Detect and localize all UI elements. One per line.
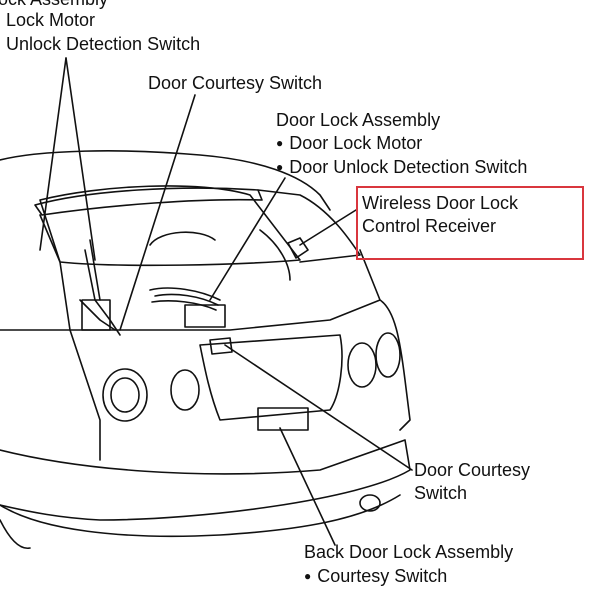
label-door-courtesy-switch-top: Door Courtesy Switch	[148, 73, 323, 93]
exhaust-pipe	[359, 494, 381, 512]
back-door-lock-body	[257, 407, 309, 431]
label-top-left-line1: ock Assembly	[0, 0, 108, 10]
tail-light-right2	[375, 332, 401, 378]
license-plate-recess	[199, 334, 343, 421]
label-receiver-line1: Wireless Door Lock	[362, 193, 519, 213]
left-lock-body	[81, 299, 111, 331]
label-door-unlock-detection: Door Unlock Detection Switch	[276, 156, 527, 180]
leader-back-door	[279, 427, 336, 546]
leader-door-courtesy	[224, 344, 413, 471]
tail-light-left	[102, 368, 148, 422]
label-top-left-line3: Unlock Detection Switch	[6, 34, 201, 54]
left-body-side	[0, 329, 101, 461]
bumper	[0, 439, 411, 521]
leader-door-courtesy-top	[119, 94, 196, 331]
tail-light-center	[170, 369, 200, 411]
label-door-lock-motor: Door Lock Motor	[276, 132, 422, 156]
leader-receiver	[299, 209, 357, 246]
leader-top-left-1	[39, 57, 67, 251]
courtesy-switch-unit	[209, 337, 233, 355]
label-courtesy-switch: Courtesy Switch	[304, 565, 447, 589]
label-back-door-title: Back Door Lock Assembly	[304, 542, 514, 562]
tail-light-right	[347, 342, 377, 388]
left-lock-mechanism	[79, 249, 121, 336]
right-quarter	[379, 299, 411, 431]
rear-glass-right	[257, 189, 361, 263]
spoiler	[34, 187, 263, 216]
center-lock-body	[184, 304, 226, 328]
leader-door-lock-assembly	[209, 177, 286, 301]
rear-window-outline	[39, 185, 301, 267]
receiver-unit	[287, 237, 309, 259]
bumper-lower	[0, 494, 401, 538]
leader-top-left-2	[65, 57, 96, 261]
label-door-courtesy-line2: Switch	[414, 483, 468, 503]
tail-light-left-inner	[110, 377, 140, 413]
label-top-left-line2: Lock Motor	[6, 10, 96, 30]
label-door-courtesy-line1: Door Courtesy	[414, 460, 531, 480]
receiver-highlight-box	[356, 186, 584, 260]
left-wheel-arc	[0, 519, 31, 549]
label-door-lock-assembly-title: Door Lock Assembly	[276, 110, 441, 130]
label-receiver-line2: Control Receiver	[362, 216, 497, 236]
center-lock-cables	[149, 287, 221, 311]
headrest-outline	[149, 231, 216, 246]
seat-outline	[89, 229, 291, 301]
